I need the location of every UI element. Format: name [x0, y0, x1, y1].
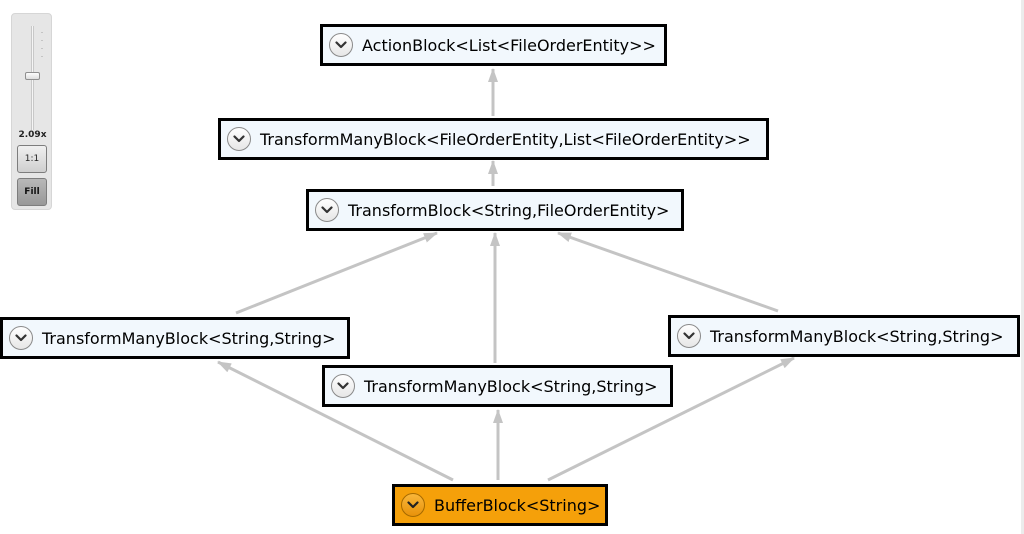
- chevron-down-icon[interactable]: [227, 127, 251, 151]
- node-transform-block[interactable]: TransformBlock<String,FileOrderEntity>: [306, 189, 684, 231]
- chevron-down-icon[interactable]: [329, 33, 353, 57]
- scrollbar-edge: [1021, 0, 1024, 534]
- zoom-fill-button[interactable]: Fill: [17, 178, 47, 206]
- chevron-down-icon[interactable]: [331, 374, 355, 398]
- node-label: TransformBlock<String,FileOrderEntity>: [348, 200, 670, 220]
- node-label: TransformManyBlock<String,String>: [710, 326, 1004, 346]
- node-label: BufferBlock<String>: [434, 495, 601, 515]
- chevron-down-icon[interactable]: [401, 493, 425, 517]
- node-label: TransformManyBlock<String,String>: [42, 328, 336, 348]
- edge-buffer-to-tmany-left: [217, 360, 454, 482]
- node-label: TransformManyBlock<FileOrderEntity,List<…: [260, 129, 751, 149]
- node-buffer-block[interactable]: BufferBlock<String>: [392, 484, 608, 526]
- zoom-tick: [41, 48, 43, 49]
- node-transform-many-middle[interactable]: TransformManyBlock<String,String>: [322, 365, 673, 407]
- zoom-tick: [41, 32, 43, 33]
- edge-tmany-right-to-transform: [557, 231, 779, 313]
- edge-buffer-to-tmany-right: [547, 356, 795, 482]
- zoom-slider-thumb[interactable]: [25, 72, 40, 81]
- node-transform-many-list[interactable]: TransformManyBlock<FileOrderEntity,List<…: [218, 118, 769, 160]
- node-action-block[interactable]: ActionBlock<List<FileOrderEntity>>: [320, 24, 667, 66]
- chevron-down-icon[interactable]: [677, 324, 701, 348]
- node-label: ActionBlock<List<FileOrderEntity>>: [362, 35, 656, 55]
- node-transform-many-right[interactable]: TransformManyBlock<String,String>: [668, 315, 1020, 357]
- zoom-tick: [41, 56, 43, 57]
- edge-tmany-left-to-transform: [235, 231, 438, 315]
- zoom-tick: [41, 40, 43, 41]
- zoom-one-to-one-button[interactable]: 1:1: [17, 145, 47, 173]
- node-label: TransformManyBlock<String,String>: [364, 376, 658, 396]
- node-transform-many-left[interactable]: TransformManyBlock<String,String>: [0, 317, 350, 359]
- chevron-down-icon[interactable]: [315, 198, 339, 222]
- chevron-down-icon[interactable]: [9, 326, 33, 350]
- zoom-value-label: 2.09x: [18, 130, 47, 140]
- zoom-panel: 2.09x 1:1 Fill: [11, 13, 52, 210]
